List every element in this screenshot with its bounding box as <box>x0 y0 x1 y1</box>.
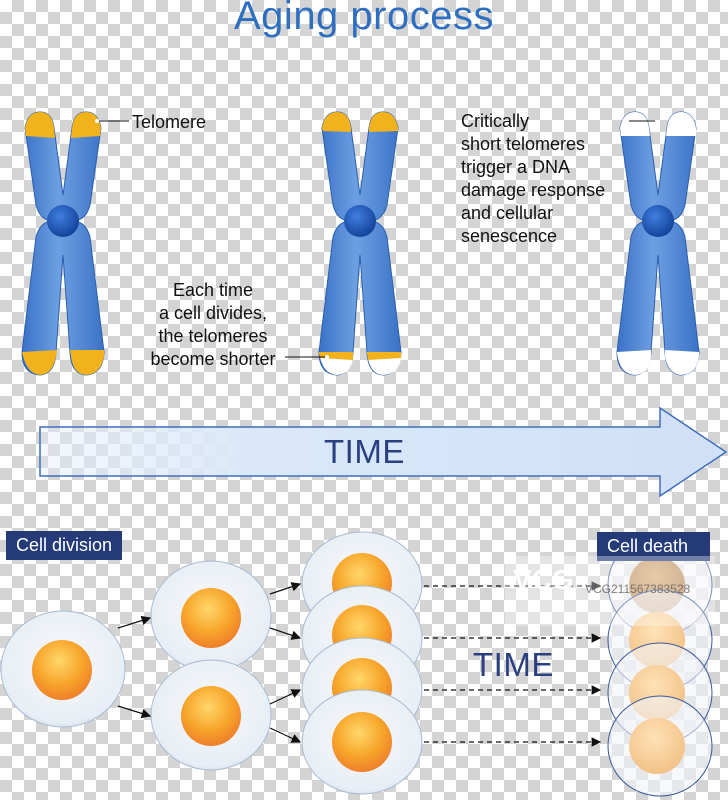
cell-division-tag: Cell division <box>6 531 123 560</box>
watermark-id: VCG211567383528 <box>585 582 691 596</box>
cell-gen3-d <box>301 689 423 795</box>
each-time-line-1: Each time <box>172 280 254 300</box>
telomere-bottom-right <box>70 350 104 375</box>
arrow-time-label: TIME <box>324 433 405 470</box>
each-time-line-4: become shorter <box>150 349 276 369</box>
centromere <box>47 205 79 237</box>
time-arrow <box>39 406 728 498</box>
chromosome-1 <box>21 111 105 376</box>
dashed-arrows <box>424 581 602 747</box>
critical-line-2: short telomeres <box>461 134 586 154</box>
critical-line-4: damage response <box>461 180 606 200</box>
telomere-label: Telomere <box>132 112 207 132</box>
telomere-top-right <box>71 112 101 138</box>
cell-death-tag: Cell death <box>597 532 711 561</box>
cell-gen1 <box>0 610 126 728</box>
each-time-label: Each time a cell divides, the telomeres … <box>138 279 288 371</box>
cell-dead-d <box>607 695 713 797</box>
each-time-line-3: the telomeres <box>158 326 268 346</box>
division-arrows <box>117 582 302 743</box>
watermark: VCG VCG211567383528 <box>505 556 715 626</box>
critical-line-1: Critically <box>461 111 530 131</box>
watermark-logo: VCG <box>513 564 574 595</box>
each-time-line-2: a cell divides, <box>158 303 268 323</box>
critical-line-6: senescence <box>461 226 558 246</box>
cell-gen2-a <box>150 560 272 672</box>
critical-line-5: and cellular <box>461 203 554 223</box>
page-title: Aging process <box>234 0 494 38</box>
cell-gen2-b <box>150 659 272 771</box>
telomere-top-left <box>25 112 55 138</box>
cells-time-label: TIME <box>473 646 554 683</box>
critically-short-label: Critically short telomeres trigger a DNA… <box>461 110 605 248</box>
critical-line-3: trigger a DNA <box>461 157 571 177</box>
chromosome-3 <box>616 111 700 376</box>
telomere-bottom-left <box>22 350 57 375</box>
chromosome-2 <box>318 111 402 376</box>
